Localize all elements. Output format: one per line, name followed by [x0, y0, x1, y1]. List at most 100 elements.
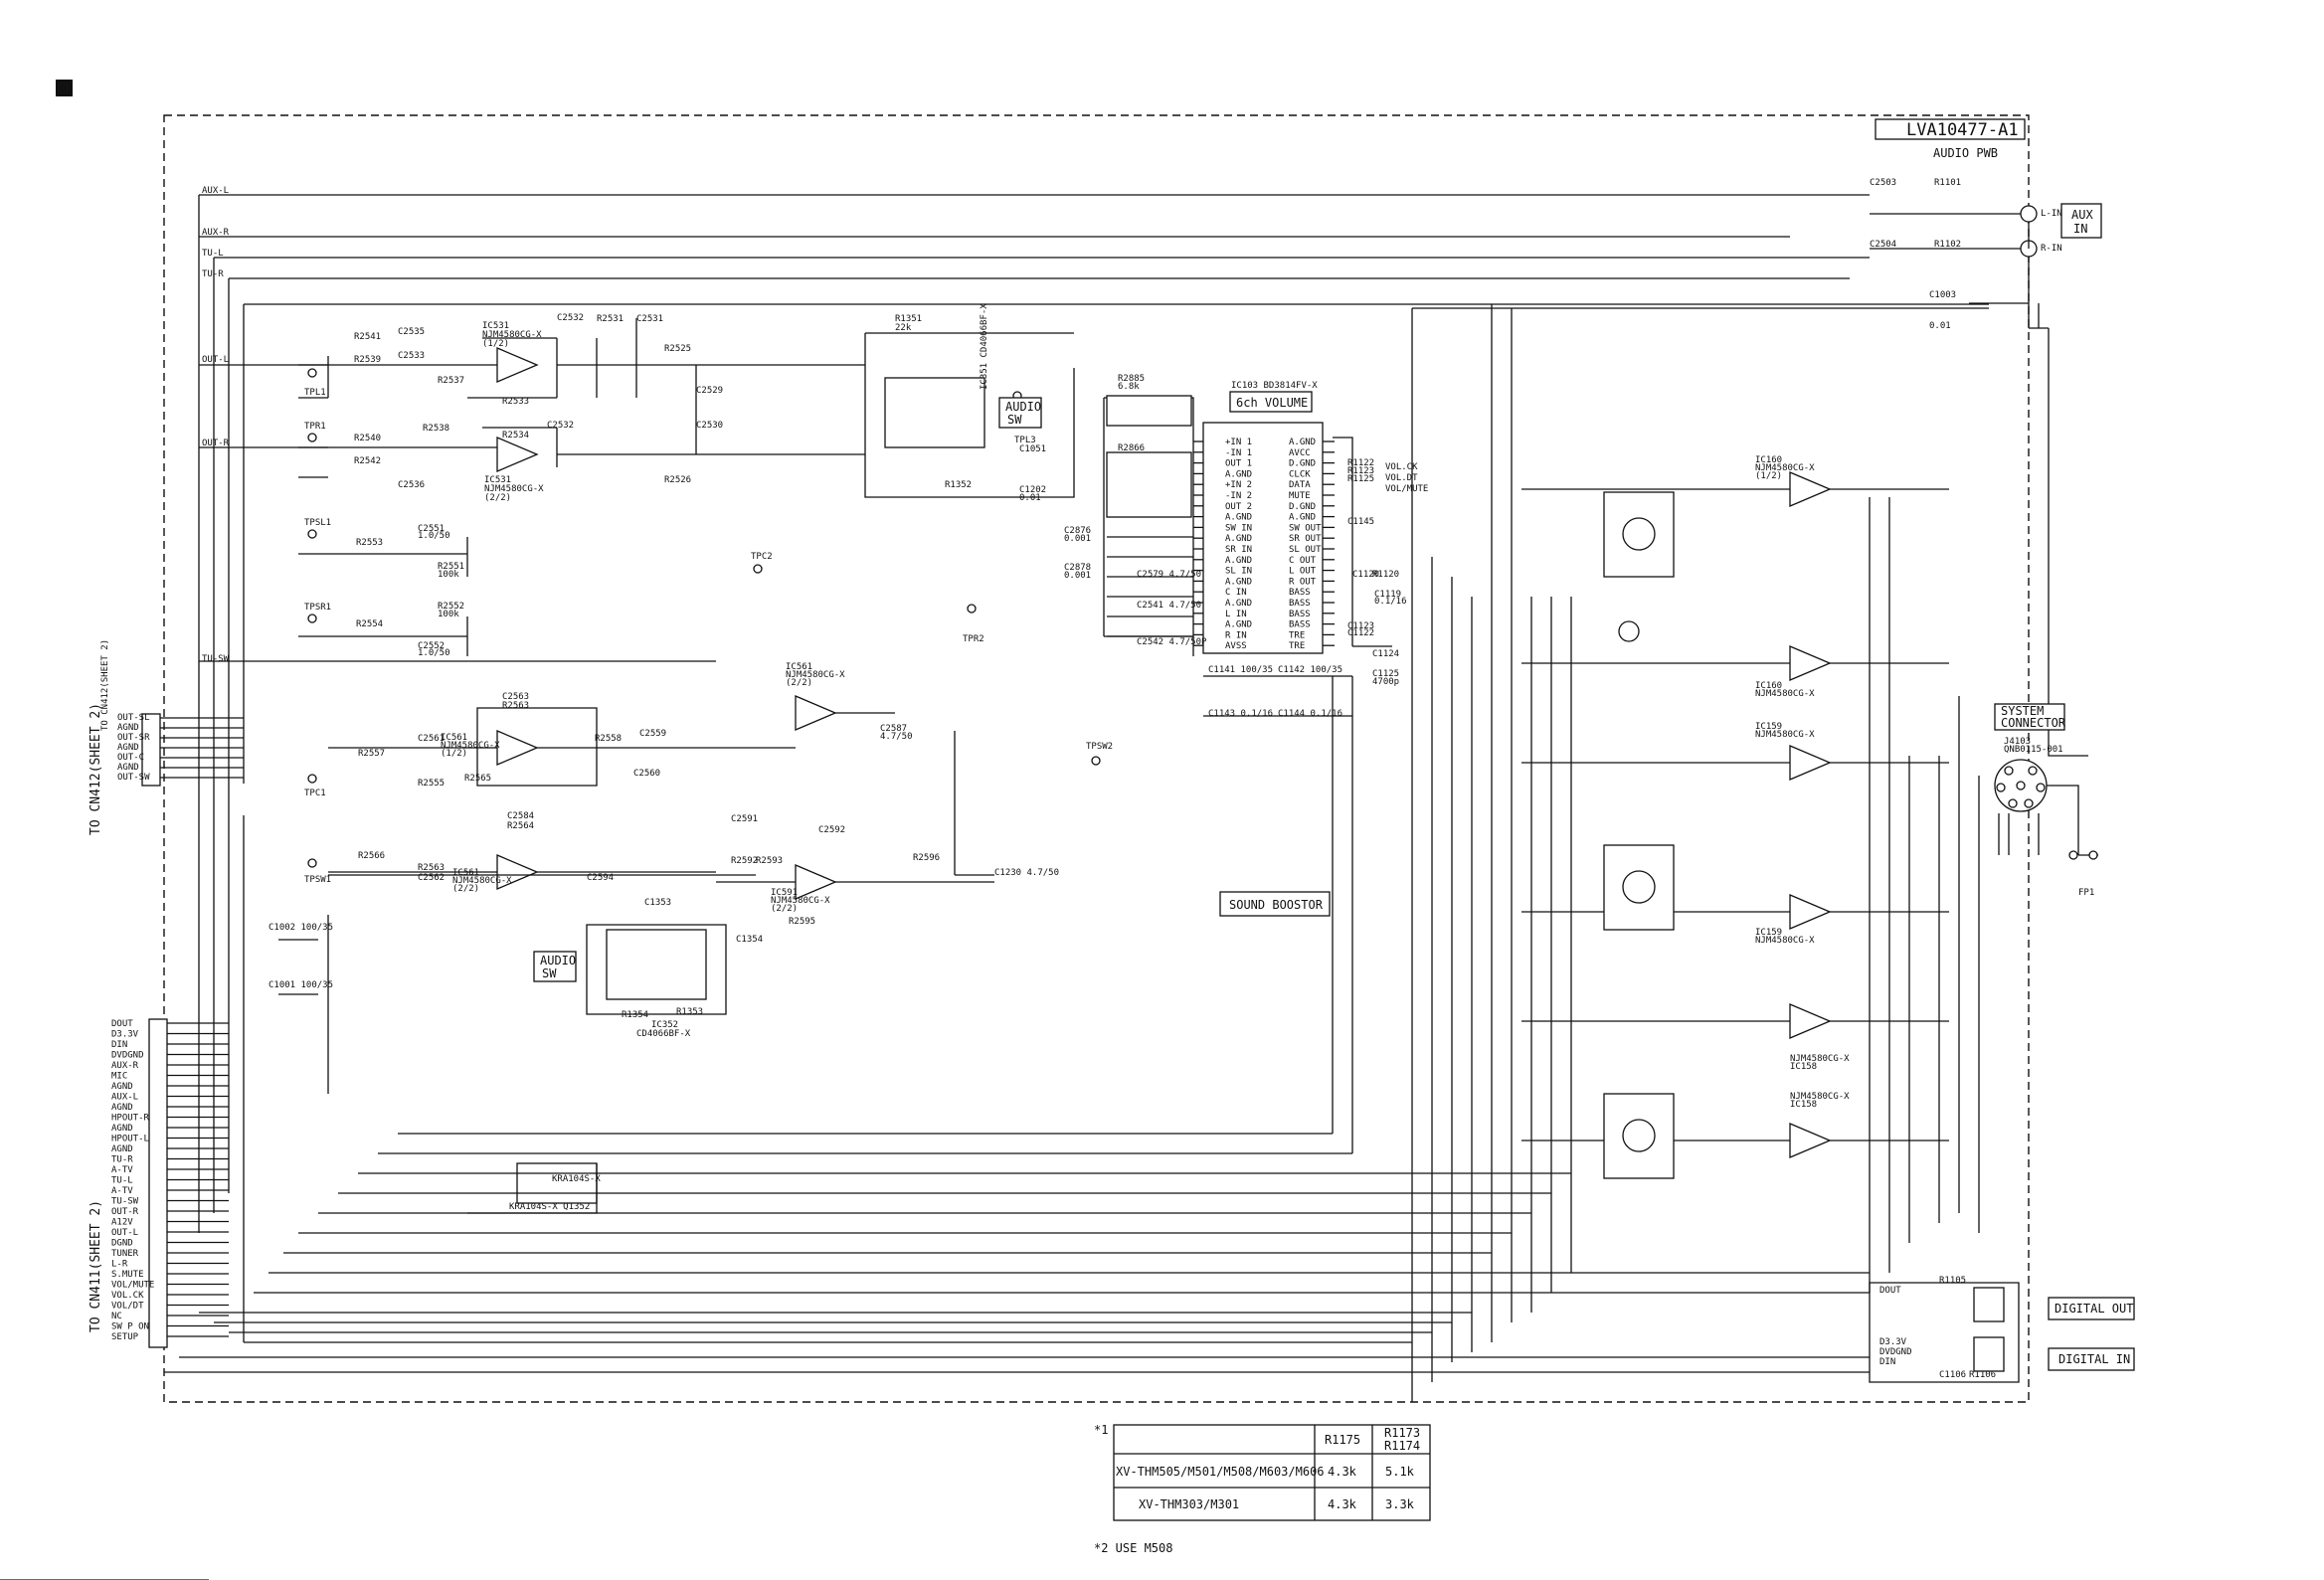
audio-sw-top-box — [998, 397, 1042, 429]
cn411-pin-2: DIN — [111, 1040, 127, 1050]
svg-text:R2552: R2552 — [438, 602, 464, 612]
cn411-pin-6: AGND — [111, 1082, 133, 1092]
vol-left-pin-12: SL IN — [1225, 567, 1252, 577]
notes-marker: *1 — [1094, 1423, 1108, 1437]
vol-left-pin-3: A.GND — [1225, 469, 1252, 479]
svg-text:DOUT: DOUT — [1879, 1286, 1901, 1296]
ech-volume-label: 6ch VOLUME — [1236, 396, 1308, 410]
cn411-pin-27: VOL/DT — [111, 1302, 144, 1312]
cn412-pin-0: OUT-SL — [117, 713, 150, 723]
cn411-pin-labels: DOUTD3.3VDINDVDGNDAUX-RMICAGNDAUX-LAGNDH… — [111, 1019, 229, 1342]
svg-text:C2532: C2532 — [557, 313, 584, 323]
svg-text:J4103: J4103 — [2004, 737, 2031, 747]
svg-text:C1123: C1123 — [1347, 621, 1374, 631]
vol-right-pin-3: CLCK — [1289, 469, 1311, 479]
ic352-chip: IC352 CD4066BF-X R1354 R1353 C1354 C1353 — [586, 898, 763, 1039]
svg-text:NJM4580CG-X: NJM4580CG-X — [1790, 1054, 1850, 1064]
svg-text:VOL.CK: VOL.CK — [1385, 462, 1418, 472]
svg-text:4700p: 4700p — [1372, 677, 1399, 687]
vol-right-pin-12: L OUT — [1289, 567, 1317, 577]
vol-left-pin-16: L IN — [1225, 610, 1247, 619]
svg-text:C1051: C1051 — [1019, 444, 1046, 454]
board-name: AUDIO PWB — [1933, 146, 1998, 160]
svg-text:R2542: R2542 — [354, 456, 381, 466]
vol-right-pin-9: SR OUT — [1289, 534, 1322, 544]
svg-text:TPR2: TPR2 — [963, 634, 984, 644]
svg-text:(1/2): (1/2) — [441, 749, 467, 759]
system-connector-label-2: CONNECTOR — [2001, 716, 2066, 730]
svg-text:AUX-R: AUX-R — [202, 228, 230, 238]
notes-row-0-model: XV-THM505/M501/M508/M603/M606 — [1116, 1465, 1325, 1479]
cn411-pin-25: VOL/MUTE — [111, 1281, 154, 1291]
svg-text:C2529: C2529 — [696, 386, 723, 396]
svg-text:TPSR1: TPSR1 — [304, 603, 331, 613]
svg-text:C2563: C2563 — [502, 692, 529, 702]
notes-header-2a: R1173 — [1384, 1426, 1420, 1440]
svg-text:NJM4580CG-X: NJM4580CG-X — [1755, 936, 1815, 946]
svg-text:TPL3: TPL3 — [1014, 436, 1036, 445]
svg-text:0.001: 0.001 — [1064, 534, 1091, 544]
corner-marker — [56, 80, 73, 96]
stage-ic561: IC561 NJM4580CG-X (1/2) IC561 NJM4580CG-… — [328, 662, 1059, 927]
svg-text:C2551: C2551 — [418, 524, 445, 534]
cn411-pin-13: TU-R — [111, 1155, 133, 1165]
svg-text:R2563: R2563 — [418, 863, 445, 873]
svg-text:KRA104S-X: KRA104S-X — [552, 1174, 601, 1184]
svg-text:R1120: R1120 — [1372, 570, 1399, 580]
svg-text:R1351: R1351 — [895, 314, 922, 324]
notes-row-1-model: XV-THM303/M301 — [1139, 1497, 1239, 1511]
svg-text:R2551: R2551 — [438, 562, 464, 572]
svg-text:C2561: C2561 — [418, 734, 445, 744]
cn411-pin-0: DOUT — [111, 1019, 133, 1029]
svg-text:R2541: R2541 — [354, 332, 381, 342]
vol-left-pin-11: A.GND — [1225, 556, 1252, 566]
vol-right-pin-17: BASS — [1289, 620, 1311, 630]
svg-text:R2526: R2526 — [664, 475, 691, 485]
svg-text:C1142 100/35: C1142 100/35 — [1278, 665, 1342, 675]
svg-text:OUT-L: OUT-L — [202, 355, 229, 365]
svg-text:IC158: IC158 — [1790, 1100, 1817, 1110]
svg-text:(2/2): (2/2) — [786, 678, 812, 688]
svg-text:C2531: C2531 — [636, 314, 663, 324]
pwb-outline — [163, 114, 2030, 1403]
cn411-pin-15: TU-L — [111, 1176, 133, 1186]
cn411-pin-23: L-R — [111, 1260, 128, 1270]
svg-text:IC561: IC561 — [786, 662, 812, 672]
vol-right-pin-6: D.GND — [1289, 502, 1316, 512]
svg-text:IC531: IC531 — [484, 475, 511, 485]
svg-text:0.01: 0.01 — [1019, 493, 1041, 503]
cn411-pin-4: AUX-R — [111, 1061, 139, 1071]
cn412-pin-4: OUT-C — [117, 753, 144, 763]
aux-in-label-1: AUX — [2071, 208, 2093, 222]
aux-in-label-2: IN — [2073, 222, 2087, 236]
svg-text:R1353: R1353 — [676, 1007, 703, 1017]
svg-text:C1145: C1145 — [1347, 517, 1374, 527]
svg-text:R2563: R2563 — [502, 701, 529, 711]
aux-in-jacks: L-IN R-IN AUX IN C1003 0.01 C2503 R1101 … — [1870, 178, 2102, 331]
cn411-pin-17: TU-SW — [111, 1197, 139, 1207]
svg-text:C1001 100/35: C1001 100/35 — [268, 980, 333, 990]
svg-text:100k: 100k — [438, 610, 459, 619]
cn412-pin-5: AGND — [117, 763, 139, 773]
svg-text:OUT-R: OUT-R — [202, 439, 230, 448]
svg-text:C1125: C1125 — [1372, 669, 1399, 679]
svg-text:100k: 100k — [438, 570, 459, 580]
svg-text:(1/2): (1/2) — [482, 339, 509, 349]
right-output-channels — [1521, 488, 1949, 1141]
svg-text:C2878: C2878 — [1064, 563, 1091, 573]
ech-volume-box — [1229, 391, 1313, 413]
svg-text:TPC2: TPC2 — [751, 552, 773, 562]
svg-text:C2559: C2559 — [639, 729, 666, 739]
svg-text:C1230 4.7/50: C1230 4.7/50 — [994, 868, 1059, 878]
svg-text:1.0/50: 1.0/50 — [418, 648, 450, 658]
svg-text:R2537: R2537 — [438, 376, 464, 386]
right-vertical-wires — [1411, 304, 2088, 1402]
cn411-pin-18: OUT-R — [111, 1207, 139, 1217]
svg-text:VOL/MUTE: VOL/MUTE — [1385, 484, 1428, 494]
svg-text:C2562: C2562 — [418, 873, 445, 883]
to-cn412-text: TO CN412(SHEET 2) — [89, 703, 103, 835]
svg-text:R2565: R2565 — [464, 774, 491, 784]
audio-sw-top-label-1: AUDIO — [1005, 400, 1041, 414]
svg-text:R2557: R2557 — [358, 749, 385, 759]
cn411-pin-1: D3.3V — [111, 1030, 139, 1040]
